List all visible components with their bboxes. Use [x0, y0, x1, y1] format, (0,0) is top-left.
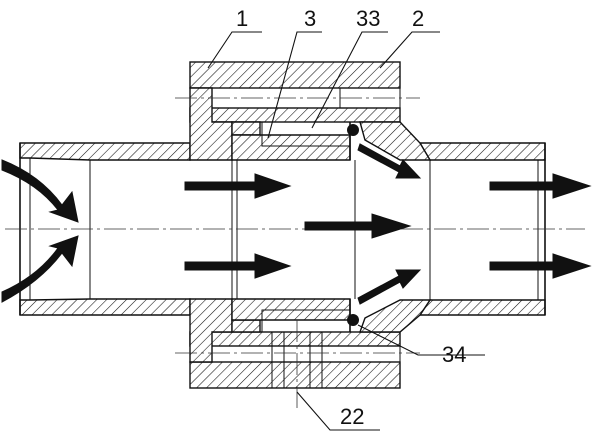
- center-lines: [5, 97, 585, 408]
- flow-arrows: [1, 143, 592, 305]
- label-part-33: 33: [356, 6, 380, 31]
- label-part-34: 34: [442, 342, 466, 367]
- o-rings: [347, 124, 359, 326]
- label-part-2: 2: [412, 6, 424, 31]
- label-part-3: 3: [304, 6, 316, 31]
- label-part-22: 22: [340, 404, 364, 429]
- callouts: 1 3 33 2 34 22: [207, 6, 485, 431]
- valve-body: [189, 61, 432, 389]
- label-part-1: 1: [236, 6, 248, 31]
- inner-sleeve: [231, 121, 356, 333]
